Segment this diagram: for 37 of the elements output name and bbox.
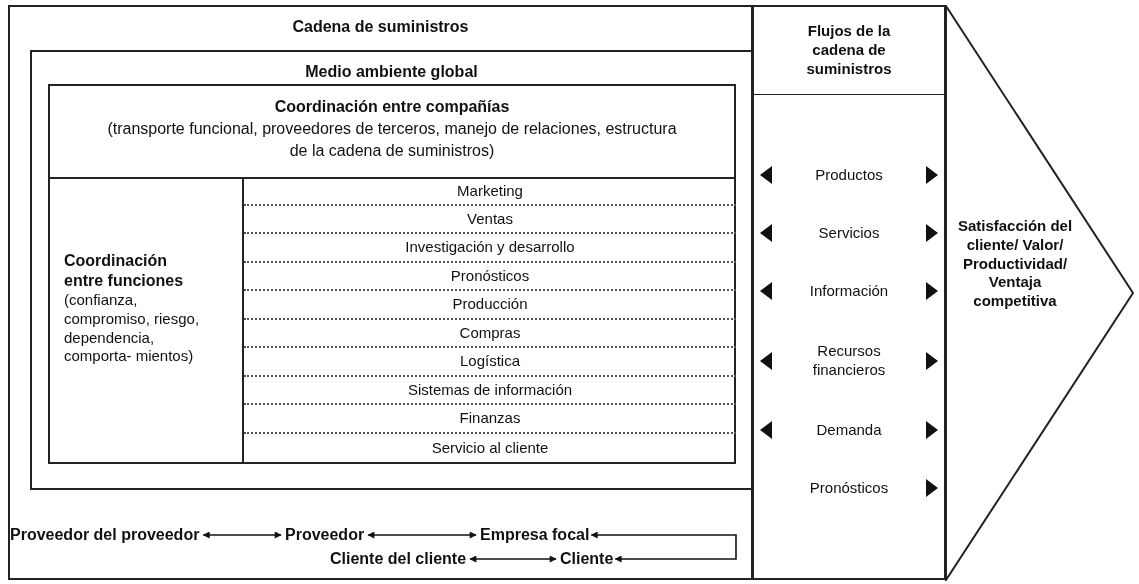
table-box [48, 84, 736, 464]
function-row: Producción [244, 291, 736, 320]
function-row: Sistemas de información [244, 377, 736, 405]
cell-heading: Coordinación entre funciones [64, 251, 185, 291]
frame-title: Cadena de suministros [291, 17, 470, 37]
chain-member-label: Proveedor [285, 525, 365, 545]
frame-box [30, 50, 753, 490]
function-row: Logística [244, 348, 736, 377]
flow-label: Demanda [816, 420, 882, 440]
function-row: Investigación y desarrollo [244, 234, 736, 263]
flow-label: Servicios [818, 223, 880, 243]
chain-member-label: Proveedor del proveedor [10, 525, 200, 545]
table-heading: Coordinación entre compañías [274, 97, 510, 117]
flows-panel [752, 95, 946, 580]
header-box: Flujos de la cadena de suministros [752, 5, 946, 96]
outcome-label: Satisfacción del cliente/ Valor/ Productividad/ Ventaja competitiva [956, 217, 1074, 311]
flow-label: Pronósticos [809, 478, 889, 498]
chain-member-label: Empresa focal [480, 525, 590, 545]
frame-title: Medio ambiente global [304, 62, 479, 82]
double-arrow [469, 555, 557, 563]
chain-member-label: Cliente [560, 549, 614, 569]
double-arrow [202, 531, 282, 539]
function-row: Pronósticos [244, 263, 736, 291]
chain-member-label: Cliente del cliente [330, 549, 467, 569]
function-row: Marketing [244, 177, 736, 206]
flow-label: Productos [815, 165, 883, 185]
flow-label: Recursos financieros [811, 342, 887, 380]
cell-description: (confianza, compromiso, riesgo, dependencia, comporta- mientos) [64, 291, 201, 366]
function-row: Ventas [244, 206, 736, 234]
double-arrow [590, 531, 737, 563]
function-row: Compras [244, 320, 736, 348]
function-row: Servicio al cliente [244, 434, 736, 462]
table-description: (transporte funcional, proveedores de terceros, manejo de relaciones, estructura de la cadena de suministros) [106, 119, 678, 161]
frame-box [8, 5, 753, 580]
double-arrow [367, 531, 477, 539]
flow-label: Información [809, 281, 889, 301]
function-row: Finanzas [244, 405, 736, 434]
